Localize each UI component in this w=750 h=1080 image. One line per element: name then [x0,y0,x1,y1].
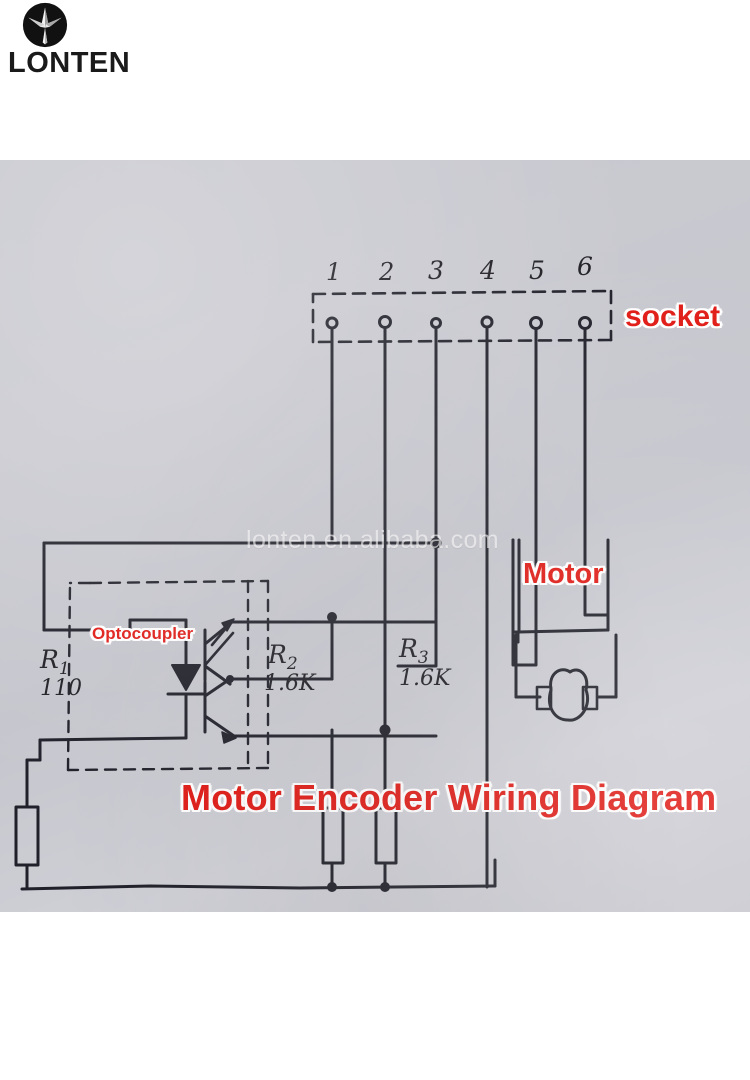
diagram-title: Motor Encoder Wiring Diagram [181,777,717,818]
resistor-r2-value: 1.6K [264,671,316,696]
motor-circuit [511,538,610,644]
brand-name: LONTEN [8,47,131,79]
junction-dots [226,537,442,892]
socket-label: socket [625,300,721,333]
optocoupler-label: Optocoupler [92,624,194,643]
resistor-r1-value: 110 [40,676,82,701]
socket-pin-number-2: 2 [379,258,395,286]
resistor-r1 [14,798,40,889]
footer-whitespace [0,912,750,1080]
wiring-diagram-photo: 1 2 3 4 5 6 R1 110 R2 1.6K R3 1.6K socke… [0,160,750,912]
hand-drawn-schematic [14,289,618,892]
socket-pin-number-5: 5 [529,256,545,285]
resistor-r3-index: 3 [417,648,429,668]
resistor-r2 [321,728,345,889]
socket-pin-number-1: 1 [326,258,342,286]
top-supply-wire [42,541,438,632]
socket-pin-number-3: 3 [428,256,444,285]
motor-body [535,668,599,722]
socket-dashed-box [311,289,613,344]
resistor-r2-designator: R2 [268,640,298,674]
lonten-star-logo-icon [22,2,68,48]
optocoupler-dashed-box [66,579,270,772]
transistor-output-rails [330,620,387,738]
resistor-r3-value: 1.6K [399,666,451,691]
socket-pin-number-4: 4 [480,256,496,285]
resistor-r1-designator: R1 [40,645,70,679]
ground-rail [20,858,497,891]
resistor-r2-index: 2 [286,654,298,674]
optocoupler-led [25,618,206,802]
motor-label: Motor [523,558,604,590]
socket-pin-number-6: 6 [577,252,593,281]
resistor-r3-designator: R3 [399,634,429,668]
resistor-r3 [374,728,398,889]
socket-pin-leads [325,315,610,889]
brand-header: LONTEN [0,0,750,160]
phototransistor-lower [203,677,438,744]
resistor-r1-index: 1 [58,659,70,679]
